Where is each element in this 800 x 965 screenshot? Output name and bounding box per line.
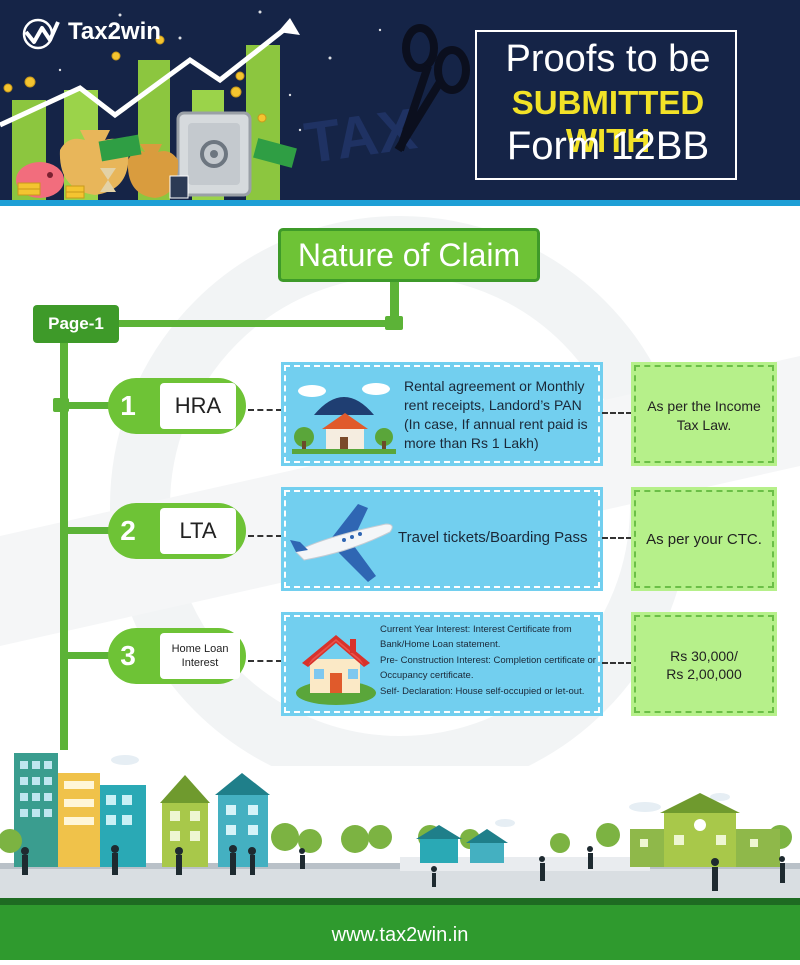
airplane-icon bbox=[290, 504, 393, 582]
header-divider bbox=[0, 200, 800, 206]
title-line-2: SUBMITTED WITH bbox=[511, 84, 705, 159]
connector-heading bbox=[390, 282, 399, 322]
connector-page bbox=[118, 320, 394, 327]
connector-branch-1 bbox=[64, 402, 124, 409]
proof-line-current-year: Current Year Interest: Interest Certific… bbox=[380, 624, 572, 650]
title-line-1: Proofs to be bbox=[505, 38, 711, 80]
limit-box-hra: As per the Income Tax Law. bbox=[634, 365, 774, 463]
claim-number-2: 2 bbox=[120, 515, 136, 546]
proof-box-lta: Travel tickets/Boarding Pass bbox=[284, 490, 600, 588]
dashed-connector bbox=[248, 409, 282, 411]
dashed-connector bbox=[248, 660, 282, 662]
dashed-connector bbox=[602, 537, 632, 539]
limit-line-2: Rs 2,00,000 bbox=[666, 666, 742, 682]
footer-url[interactable]: www.tax2win.in bbox=[0, 905, 800, 960]
page-1-label: Page-1 bbox=[33, 305, 119, 343]
limit-box-lta: As per your CTC. bbox=[634, 490, 774, 588]
claim-label-home-loan-line-1: Home Loan bbox=[171, 643, 229, 655]
nature-of-claim-heading: Nature of Claim bbox=[278, 228, 540, 282]
proof-text-hra: Rental agreement or Monthly rent receipt… bbox=[404, 378, 588, 451]
header-banner: TAX bbox=[0, 0, 800, 200]
proof-text-home-loan: Current Year Interest: Interest Certific… bbox=[380, 623, 596, 700]
proof-line-pre-construction: Pre- Construction Interest: Completion c… bbox=[380, 655, 596, 681]
page-title-box: Proofs to be SUBMITTED WITH Form 12BB bbox=[475, 30, 737, 180]
umbrella-house-icon bbox=[292, 383, 396, 454]
claim-label-home-loan: Home Loan Interest bbox=[160, 633, 240, 679]
limit-box-home-loan: Rs 30,000/ Rs 2,00,000 bbox=[634, 615, 774, 713]
connector-branch-2 bbox=[64, 527, 124, 534]
house-icon bbox=[296, 635, 376, 705]
header-illustration: TAX bbox=[0, 10, 470, 200]
dashed-connector bbox=[602, 662, 632, 664]
claim-label-hra: HRA bbox=[160, 383, 236, 429]
connector-branch-3 bbox=[64, 652, 124, 659]
brand-name: Tax2win bbox=[68, 18, 161, 45]
city-illustration bbox=[0, 753, 800, 900]
dashed-connector bbox=[248, 535, 282, 537]
connector-trunk bbox=[60, 343, 68, 750]
proof-line-self-declaration: Self- Declaration: House self-occupied o… bbox=[380, 686, 585, 697]
limit-line-1: Rs 30,000/ bbox=[670, 648, 738, 664]
claim-label-lta: LTA bbox=[160, 508, 236, 554]
proof-text-lta: Travel tickets/Boarding Pass bbox=[398, 529, 588, 546]
proof-box-home-loan: Current Year Interest: Interest Certific… bbox=[284, 615, 600, 713]
claim-number-1: 1 bbox=[120, 390, 136, 421]
dashed-connector bbox=[602, 412, 632, 414]
proof-box-hra: Rental agreement or Monthly rent receipt… bbox=[284, 365, 600, 463]
tax2win-logo-icon bbox=[22, 18, 60, 50]
claim-label-home-loan-line-2: Interest bbox=[181, 657, 219, 669]
claim-number-3: 3 bbox=[120, 640, 136, 671]
title-line-3: Form 12BB bbox=[506, 124, 710, 168]
footer-divider bbox=[0, 898, 800, 905]
